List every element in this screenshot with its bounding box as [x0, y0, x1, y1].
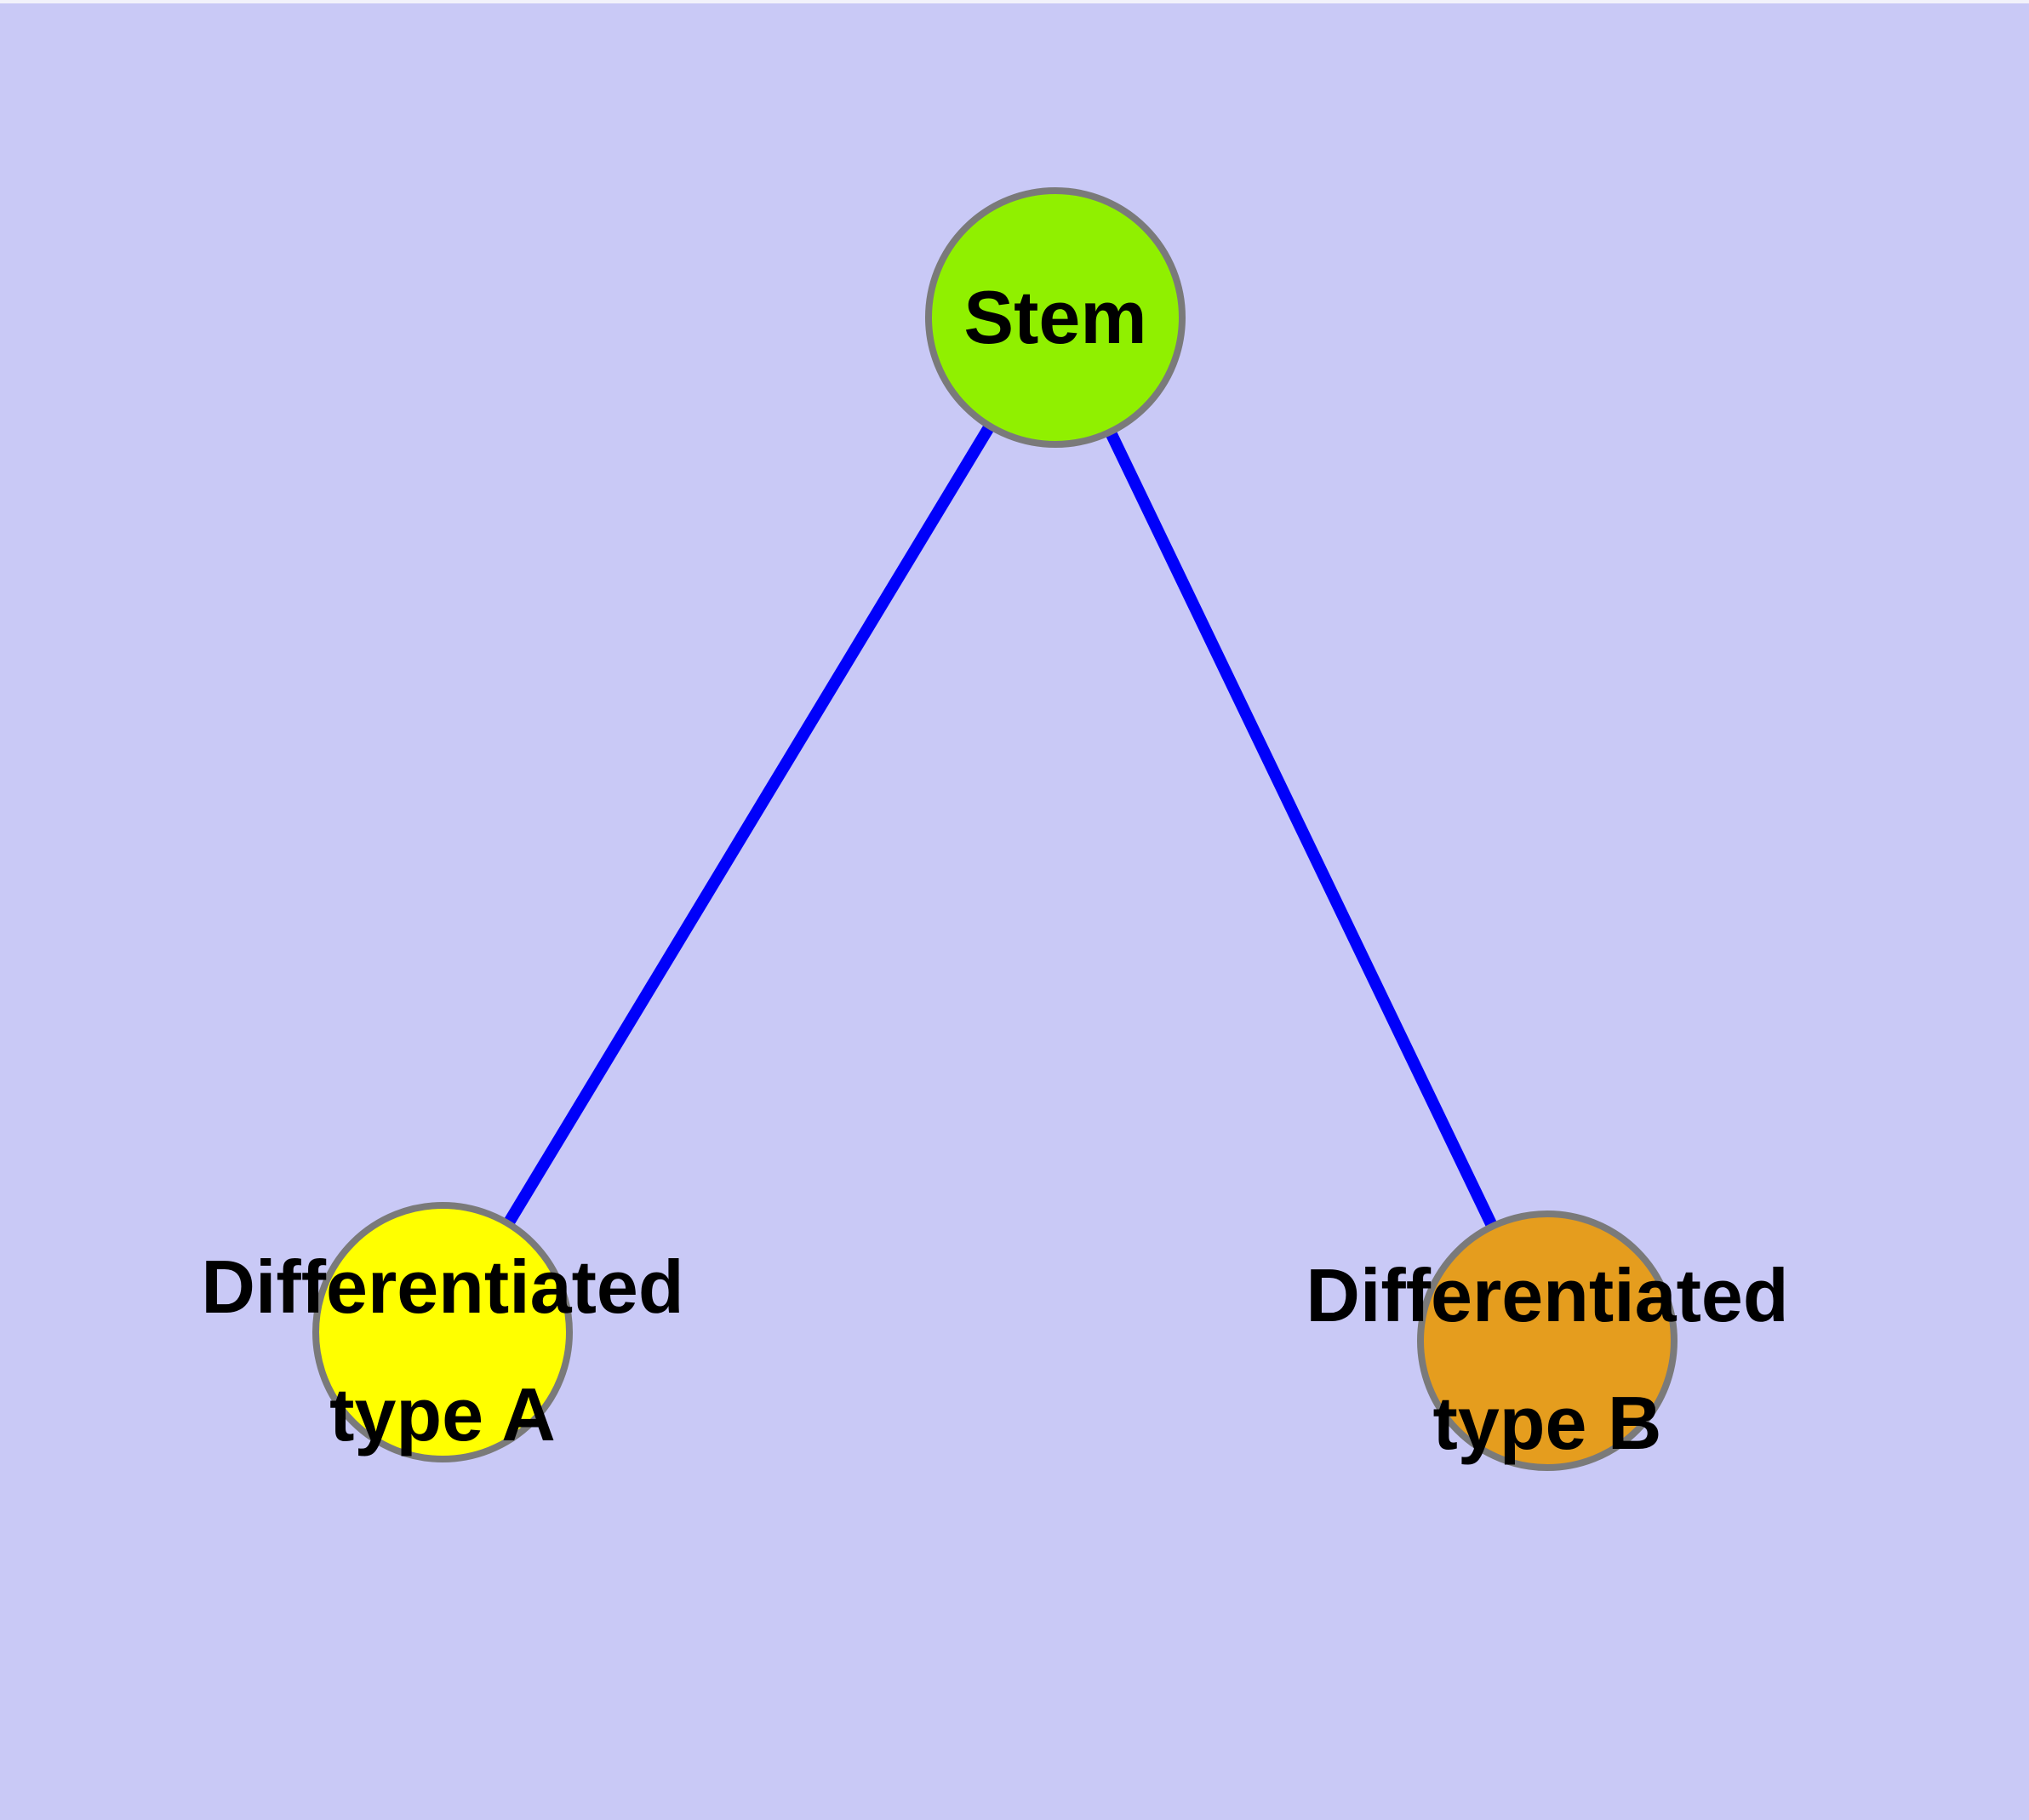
node-label-type-a-line2: type A: [329, 1372, 556, 1457]
edge-stem-to-type-a: [437, 314, 1060, 1336]
node-stem: [925, 187, 1186, 448]
node-differentiated-type-a: [312, 1202, 573, 1462]
edge-stem-to-type-b: [1049, 314, 1553, 1344]
node-differentiated-type-b: [1417, 1210, 1677, 1471]
node-label-type-a-line1: Differentiated: [201, 1245, 684, 1329]
node-label-stem-line1: Stem: [963, 275, 1147, 359]
top-edge-strip: [0, 0, 2029, 3]
node-label-type-b-line2: type B: [1432, 1381, 1662, 1465]
node-label-differentiated-type-a: Differentiated type A: [17, 1223, 868, 1479]
node-label-stem: Stem: [630, 254, 1481, 381]
node-label-differentiated-type-b: Differentiated type B: [1122, 1232, 1973, 1487]
node-label-type-b-line1: Differentiated: [1306, 1253, 1789, 1337]
